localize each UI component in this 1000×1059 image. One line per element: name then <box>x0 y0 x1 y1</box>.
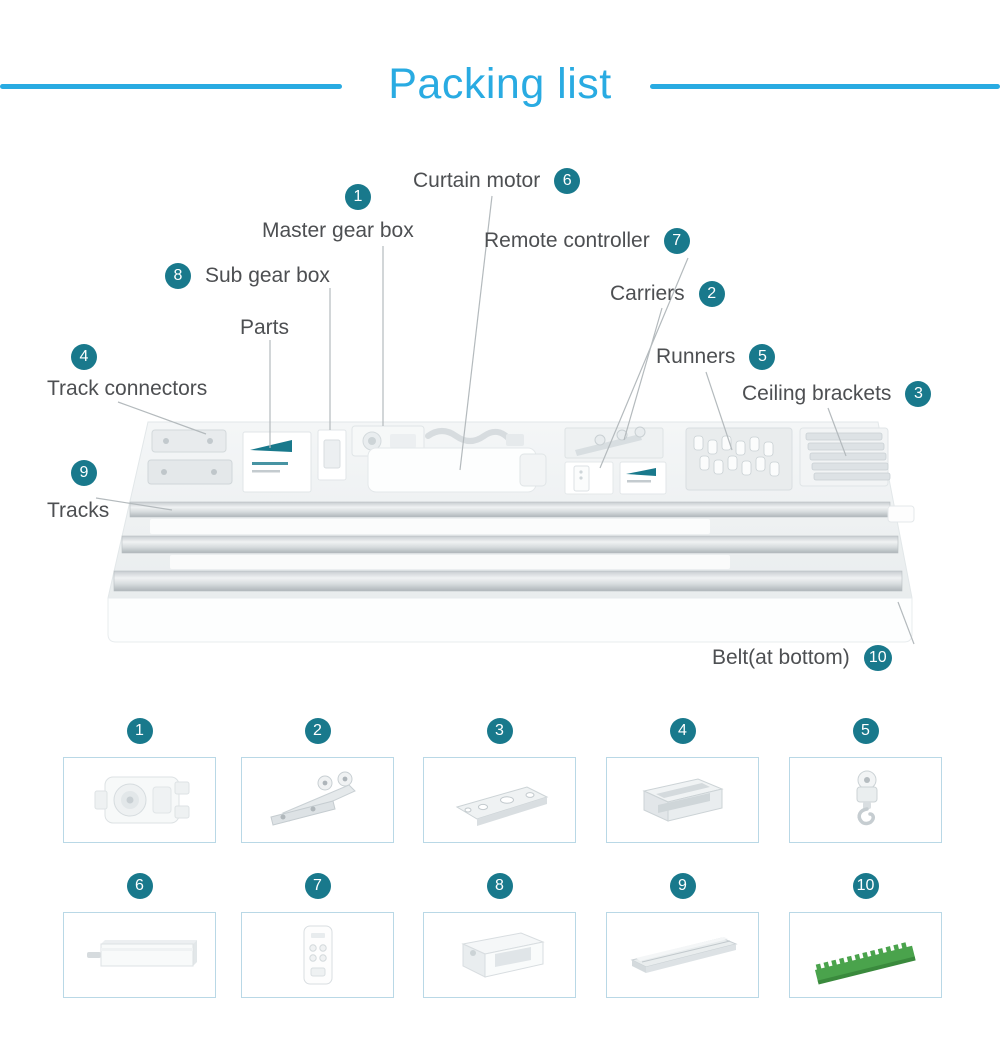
carriers-text: Carriers <box>610 282 685 305</box>
grid-item-9: 9 <box>605 873 760 998</box>
label-carriers: Carriers 2 <box>610 281 725 307</box>
runners-part <box>685 427 793 491</box>
curtain-motor-part <box>367 428 547 493</box>
page-title: Packing list <box>388 60 612 108</box>
ceiling-brackets-part <box>799 427 891 487</box>
grid-box-4 <box>606 757 759 843</box>
grid-item-5: 5 <box>788 718 943 843</box>
grid-box-5 <box>789 757 942 843</box>
second-parts-box <box>619 461 667 495</box>
grid-badge-3: 3 <box>486 718 513 744</box>
badge-3: 3 <box>905 381 932 407</box>
tracks-text: Tracks <box>47 499 110 522</box>
track-photo <box>630 937 738 973</box>
grid-box-8 <box>423 912 576 998</box>
track-connectors-text: Track connectors <box>47 377 208 400</box>
label-curtain-motor: Curtain motor 6 <box>413 168 581 194</box>
grid-badge-8: 8 <box>486 873 513 899</box>
parts-text: Parts <box>240 316 290 339</box>
grid-box-1 <box>63 757 216 843</box>
badge-2: 2 <box>698 281 725 307</box>
packing-box-illustration <box>95 195 915 645</box>
grid-box-3 <box>423 757 576 843</box>
leader-lines <box>95 195 915 645</box>
label-sub-gear-box: 8 Sub gear box <box>165 263 330 289</box>
badge-10: 10 <box>863 645 892 671</box>
label-belt: Belt(at bottom) 10 <box>712 645 892 671</box>
grid-badge-6: 6 <box>126 873 153 899</box>
grid-item-2: 2 <box>240 718 395 843</box>
carrier-photo <box>269 771 356 826</box>
belt-photo <box>814 942 916 985</box>
runners-text: Runners <box>656 345 736 368</box>
leader-curtain-motor <box>459 195 493 471</box>
sub-gear-box-photo <box>460 932 545 978</box>
small-parts-compartment <box>317 429 347 481</box>
leader-runners <box>705 371 733 451</box>
remote-controller-text: Remote controller <box>484 229 650 252</box>
header-line-right <box>650 84 1000 89</box>
leader-belt <box>897 601 915 645</box>
remote-controller-photo <box>303 925 332 985</box>
label-tracks: Tracks <box>47 499 109 523</box>
remote-controller-part <box>564 461 614 495</box>
grid-item-7: 7 <box>240 873 395 998</box>
grid-badge-9: 9 <box>669 873 696 899</box>
badge-8: 8 <box>165 263 191 289</box>
grid-item-10: 10 <box>788 873 943 998</box>
grid-item-6: 6 <box>62 873 217 998</box>
leader-remote-controller <box>599 257 689 469</box>
carriers-part <box>564 426 664 459</box>
badge-5: 5 <box>749 344 776 370</box>
grid-item-1: 1 <box>62 718 217 843</box>
badge-1: 1 <box>345 184 371 210</box>
ceiling-brackets-text: Ceiling brackets <box>742 382 892 405</box>
leader-carriers <box>623 307 663 441</box>
master-gear-box-photo <box>94 776 189 824</box>
badge-9: 9 <box>71 460 97 486</box>
runner-photo <box>856 770 877 826</box>
label-master-gear-box: Master gear box <box>262 219 414 243</box>
sub-gear-box-text: Sub gear box <box>205 264 330 287</box>
grid-item-8: 8 <box>422 873 577 998</box>
grid-badge-10: 10 <box>852 873 879 899</box>
curtain-motor-photo <box>86 940 197 967</box>
label-runners: Runners 5 <box>656 344 776 370</box>
ceiling-bracket-photo <box>455 786 548 826</box>
belt-text: Belt(at bottom) <box>712 646 850 669</box>
grid-badge-1: 1 <box>126 718 153 744</box>
grid-badge-4: 4 <box>669 718 696 744</box>
tracks-part <box>113 501 915 592</box>
grid-item-4: 4 <box>605 718 760 843</box>
grid-badge-7: 7 <box>304 873 331 899</box>
leader-tracks <box>95 497 173 511</box>
leader-track-connectors <box>117 401 207 435</box>
master-gear-box-text: Master gear box <box>262 219 414 242</box>
grid-item-3: 3 <box>422 718 577 843</box>
grid-badge-2: 2 <box>304 718 331 744</box>
grid-box-10 <box>789 912 942 998</box>
track-connector-photo <box>641 778 724 822</box>
grid-box-6 <box>63 912 216 998</box>
grid-box-9 <box>606 912 759 998</box>
grid-box-7 <box>241 912 394 998</box>
grid-badge-5: 5 <box>852 718 879 744</box>
header-line-left <box>0 84 342 89</box>
track-connectors-part <box>147 429 233 485</box>
curtain-motor-text: Curtain motor <box>413 169 541 192</box>
badge-4: 4 <box>71 344 97 370</box>
badge-6: 6 <box>554 168 581 194</box>
label-track-connectors: Track connectors <box>47 377 207 401</box>
badge-7: 7 <box>663 228 690 254</box>
label-parts: Parts <box>240 316 289 340</box>
leader-ceiling-brackets <box>827 407 847 457</box>
grid-box-2 <box>241 757 394 843</box>
parts-box-part <box>242 431 312 493</box>
label-remote-controller: Remote controller 7 <box>484 228 690 254</box>
label-ceiling-brackets: Ceiling brackets 3 <box>742 381 932 407</box>
